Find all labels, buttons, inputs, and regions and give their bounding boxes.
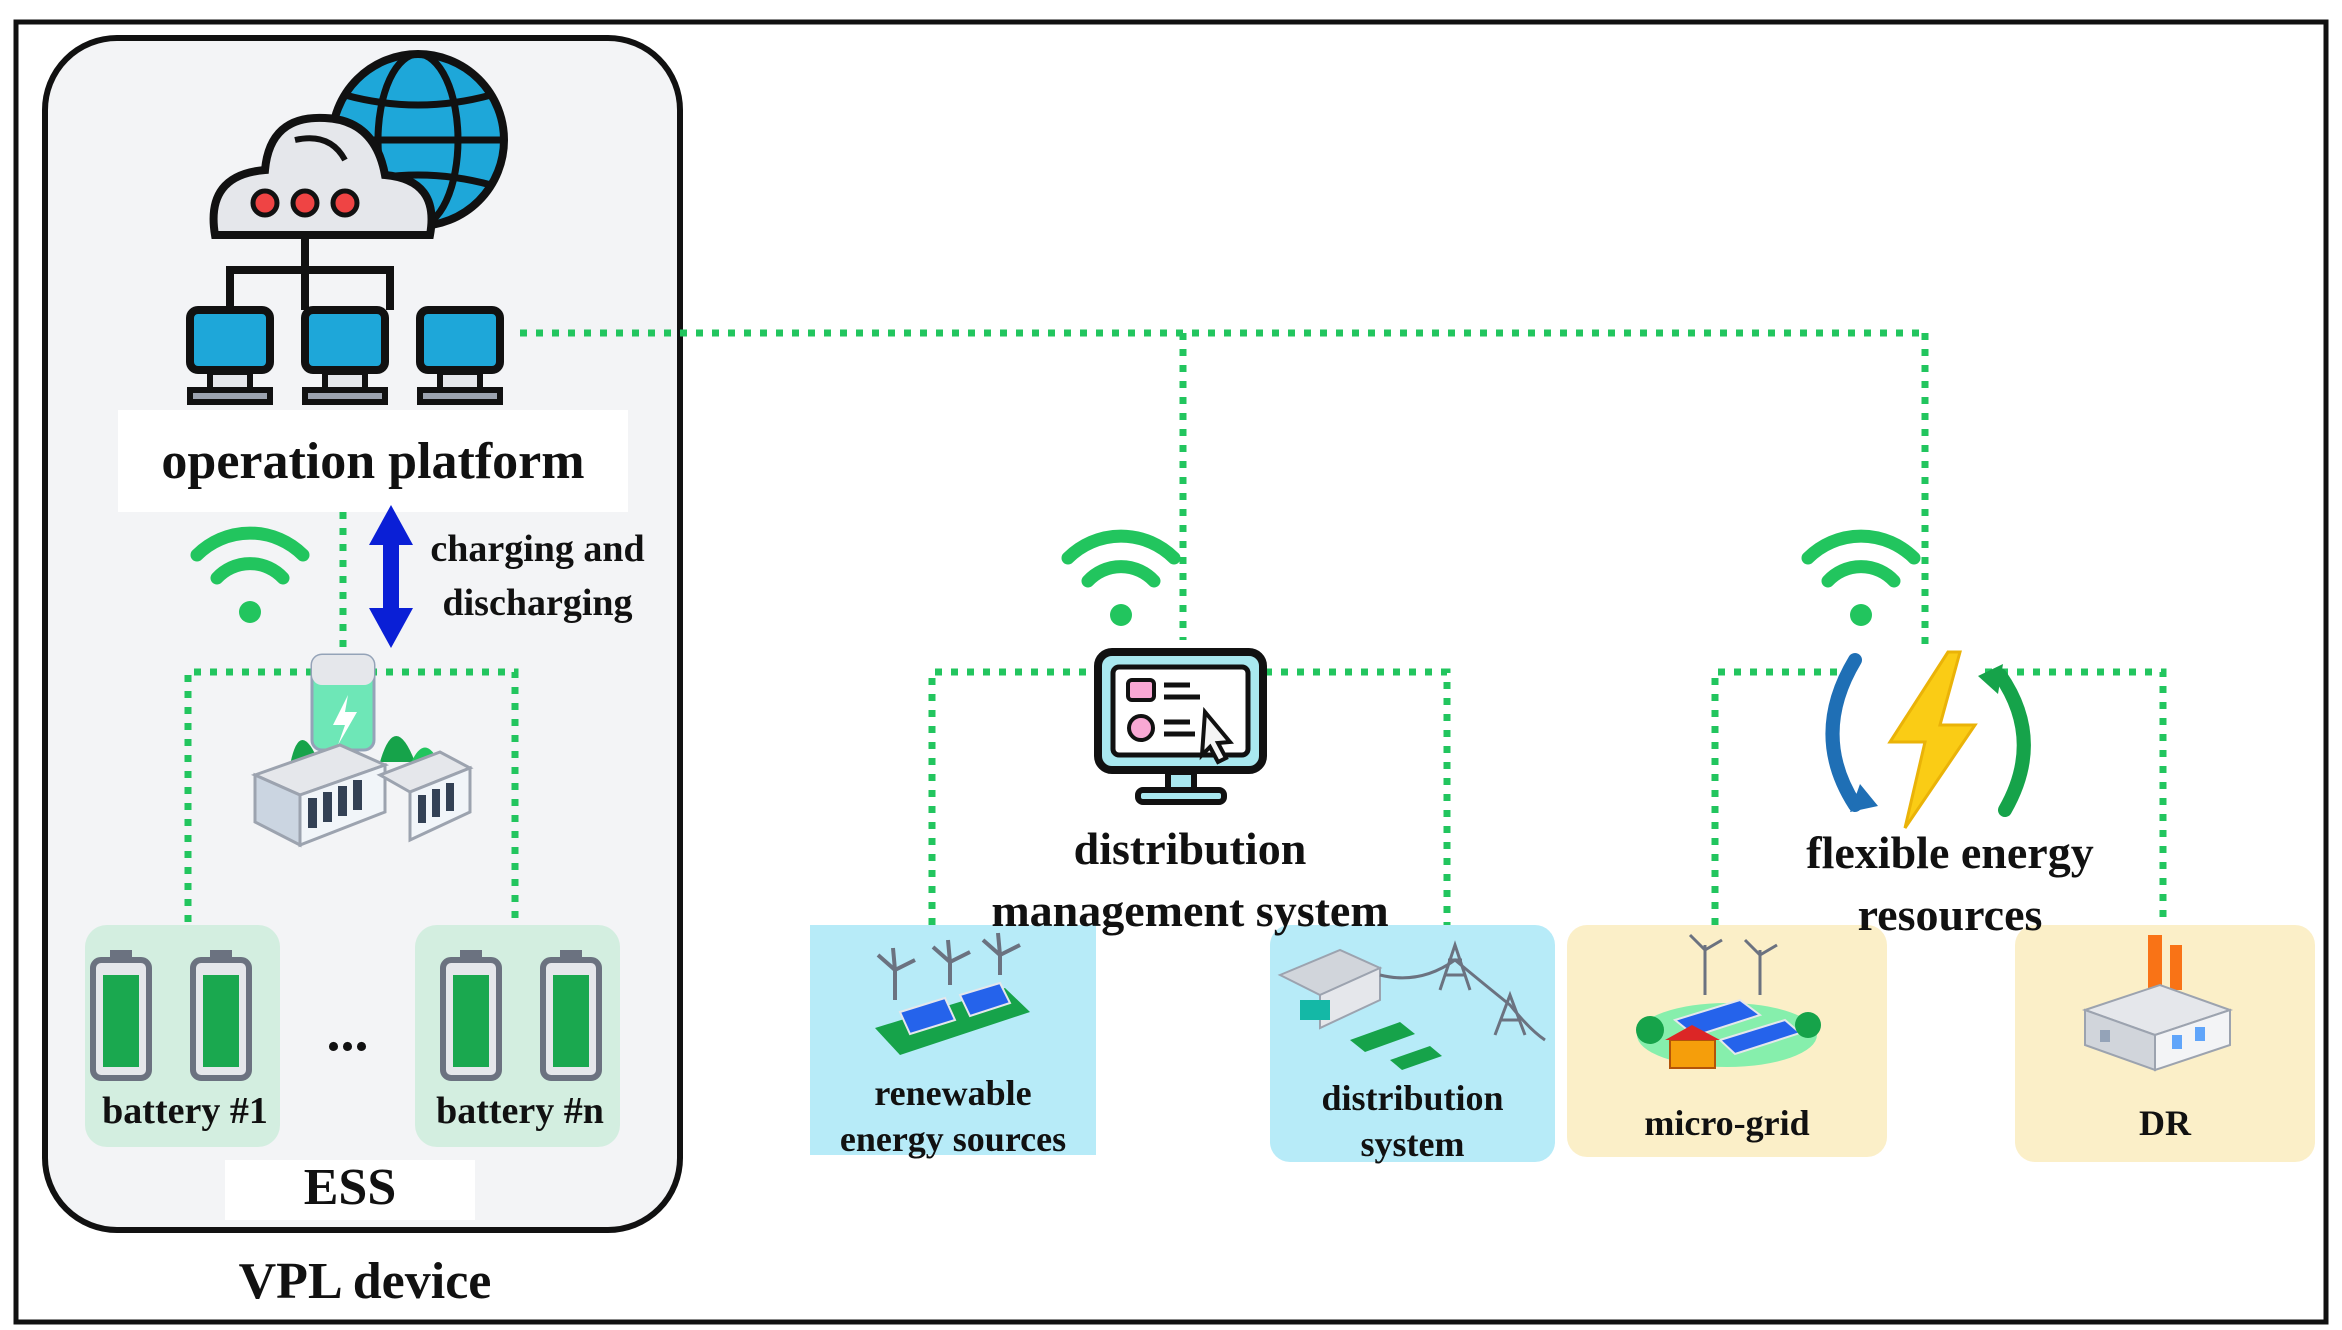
dms-label: distribution management system — [930, 818, 1450, 942]
battery-n-label: battery #n — [436, 1090, 604, 1132]
ess-label: ESS — [303, 1159, 397, 1216]
dms-label-line2: management system — [991, 885, 1389, 936]
ellipsis-label: ... — [326, 1001, 369, 1063]
wind-solar-farm-icon — [875, 932, 1030, 1055]
dr-label: DR — [2139, 1103, 2191, 1143]
link-dms-branch-right — [1265, 668, 1451, 925]
microgrid-village-icon — [1636, 933, 1821, 1069]
communication-links — [184, 329, 2167, 925]
distribution-system-label-line1: distribution — [1321, 1078, 1504, 1118]
vpl-device-label: VPL device — [238, 1253, 492, 1310]
monitor-dashboard-icon — [1094, 648, 1267, 805]
charge-discharge-arrow-icon — [369, 505, 413, 648]
distribution-system-label-line2: system — [1360, 1124, 1465, 1164]
charging-discharging-label: charging and discharging — [415, 522, 660, 630]
renewable-card — [810, 925, 1096, 1155]
operation-platform-label: operation platform — [161, 433, 585, 490]
battery-icon — [90, 950, 152, 1081]
fer-label-line1: flexible energy — [1806, 827, 2094, 878]
link-fer-branch-right — [1985, 668, 2167, 925]
charging-label-line2: discharging — [442, 582, 633, 624]
charging-label-line1: charging and — [430, 528, 645, 570]
battery-icon — [440, 950, 502, 1081]
computer-icon — [186, 306, 274, 405]
power-grid-icon — [1277, 940, 1546, 1070]
battery-icon — [190, 950, 252, 1081]
wifi-icon — [190, 526, 310, 623]
network-tree-lines — [226, 235, 394, 310]
dms-label-line1: distribution — [1073, 823, 1307, 874]
renewable-label: renewable energy sources — [810, 1070, 1096, 1162]
computer-icon — [416, 306, 504, 405]
factory-icon — [2081, 935, 2234, 1072]
computer-icon — [301, 306, 389, 405]
battery-1-label: battery #1 — [102, 1090, 268, 1132]
distribution-system-label: distribution system — [1270, 1075, 1555, 1167]
battery-storage-station-icon — [250, 653, 474, 848]
fer-label-line2: resources — [1857, 889, 2043, 940]
renewable-label-line2: energy sources — [839, 1119, 1067, 1159]
link-fer-branch — [1711, 668, 1840, 925]
wifi-icon — [1801, 529, 1921, 626]
operation-platform-label-bg — [118, 410, 628, 512]
cloud-icon — [209, 113, 436, 239]
computer-icons — [186, 306, 504, 405]
link-dms-branch — [928, 668, 1100, 925]
renewable-label-line1: renewable — [874, 1073, 1032, 1113]
flexible-energy-icon — [1825, 650, 2031, 829]
wifi-icon — [1061, 529, 1181, 626]
microgrid-label: micro-grid — [1644, 1103, 1810, 1143]
fer-label: flexible energy resources — [1700, 822, 2200, 946]
ess-label-bg — [225, 1160, 475, 1220]
battery-icon — [540, 950, 602, 1081]
